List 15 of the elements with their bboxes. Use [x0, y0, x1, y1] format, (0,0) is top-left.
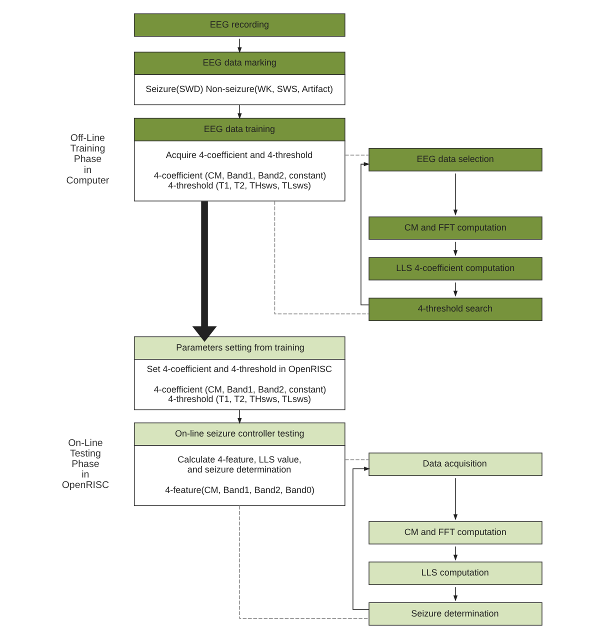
arrow [360, 162, 370, 306]
label: On-Line Testing Phase in OpenRISC [62, 438, 110, 491]
arrow [453, 242, 458, 256]
arrow [352, 466, 370, 610]
arrow [192, 201, 217, 342]
arrow [453, 173, 458, 216]
connector [344, 459, 370, 460]
connector [239, 505, 370, 619]
arrow [453, 282, 458, 297]
label: Off-Line Training Phase in Computer [66, 133, 110, 186]
arrow [453, 478, 458, 520]
connector [344, 154, 370, 156]
arrow [453, 586, 458, 602]
connector [274, 200, 370, 314]
arrow [453, 546, 458, 561]
